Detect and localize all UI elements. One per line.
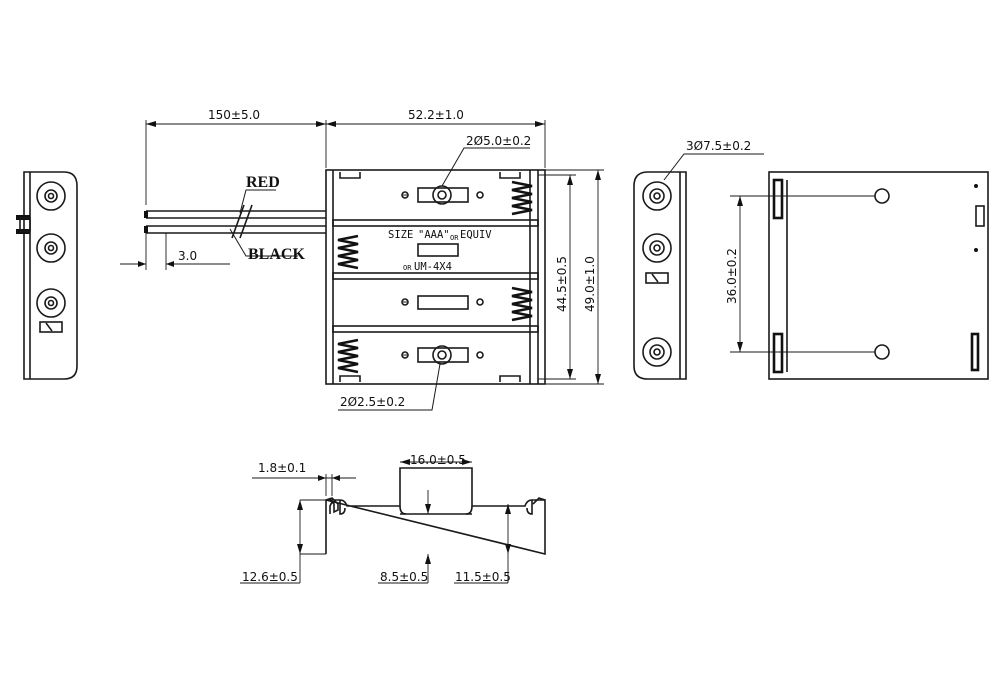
width-dim: 52.2±1.0 — [408, 108, 464, 122]
inner-height-dim: 44.5±0.5 — [555, 256, 569, 312]
spring-slot4 — [337, 338, 359, 374]
slot1-contact — [401, 185, 484, 205]
notch-depth-dim: 8.5±0.5 — [380, 570, 428, 584]
slot4-contact — [401, 345, 484, 365]
spring-slot2 — [337, 234, 359, 270]
spring-slot1 — [511, 180, 533, 216]
size-stamp: SIZE "AAA" OR EQUIV OR UM-4X4 — [388, 229, 492, 273]
hole-pitch-dimension — [730, 195, 875, 353]
depth-dim: 12.6±0.5 — [242, 570, 298, 584]
notch-width-dim: 16.0±0.5 — [410, 453, 466, 467]
spring-slot3 — [511, 286, 533, 322]
wire-exit — [16, 215, 31, 234]
clip-height-dim: 11.5±0.5 — [455, 570, 511, 584]
left-end-view — [16, 171, 78, 380]
outer-height-dim: 49.0±1.0 — [583, 256, 597, 312]
side-view — [325, 467, 546, 556]
mount-hole-dim: 3Ø7.5±0.2 — [686, 139, 751, 153]
top-dimension-lines — [145, 120, 546, 205]
lead-strip-dim: 3.0 — [178, 249, 197, 263]
slot3-contact — [401, 295, 484, 310]
hole-pitch-dim: 36.0±0.2 — [725, 248, 739, 304]
stamp-aaa: "AAA" — [418, 229, 450, 241]
stamp-model: UM-4X4 — [414, 261, 452, 273]
terminal-upper — [36, 181, 66, 211]
terminal-lower — [36, 288, 66, 318]
holder-front-view — [325, 169, 546, 385]
side-dimension-lines — [240, 459, 511, 584]
terminal-middle — [36, 233, 66, 263]
black-wire-label: BLACK — [248, 246, 305, 263]
lead-wires — [120, 189, 326, 270]
bottom-view — [768, 171, 989, 380]
height-dimension-lines — [538, 169, 604, 385]
slot-hole-dim: 2Ø5.0±0.2 — [466, 134, 531, 148]
lead-length-dim: 150±5.0 — [208, 108, 260, 122]
mount-boss-upper — [642, 181, 672, 211]
stamp-or1: OR — [450, 234, 459, 242]
small-hole-dim: 2Ø2.5±0.2 — [340, 395, 405, 409]
stamp-or2: OR — [403, 264, 412, 272]
mount-boss-lower — [642, 337, 672, 367]
right-end-view — [633, 171, 687, 380]
red-wire-label: RED — [246, 174, 280, 191]
wall-dim: 1.8±0.1 — [258, 461, 306, 475]
stamp-size: SIZE — [388, 229, 413, 241]
slot2-contact — [417, 243, 459, 257]
mount-boss-middle — [642, 233, 672, 263]
stamp-equiv: EQUIV — [460, 229, 492, 241]
